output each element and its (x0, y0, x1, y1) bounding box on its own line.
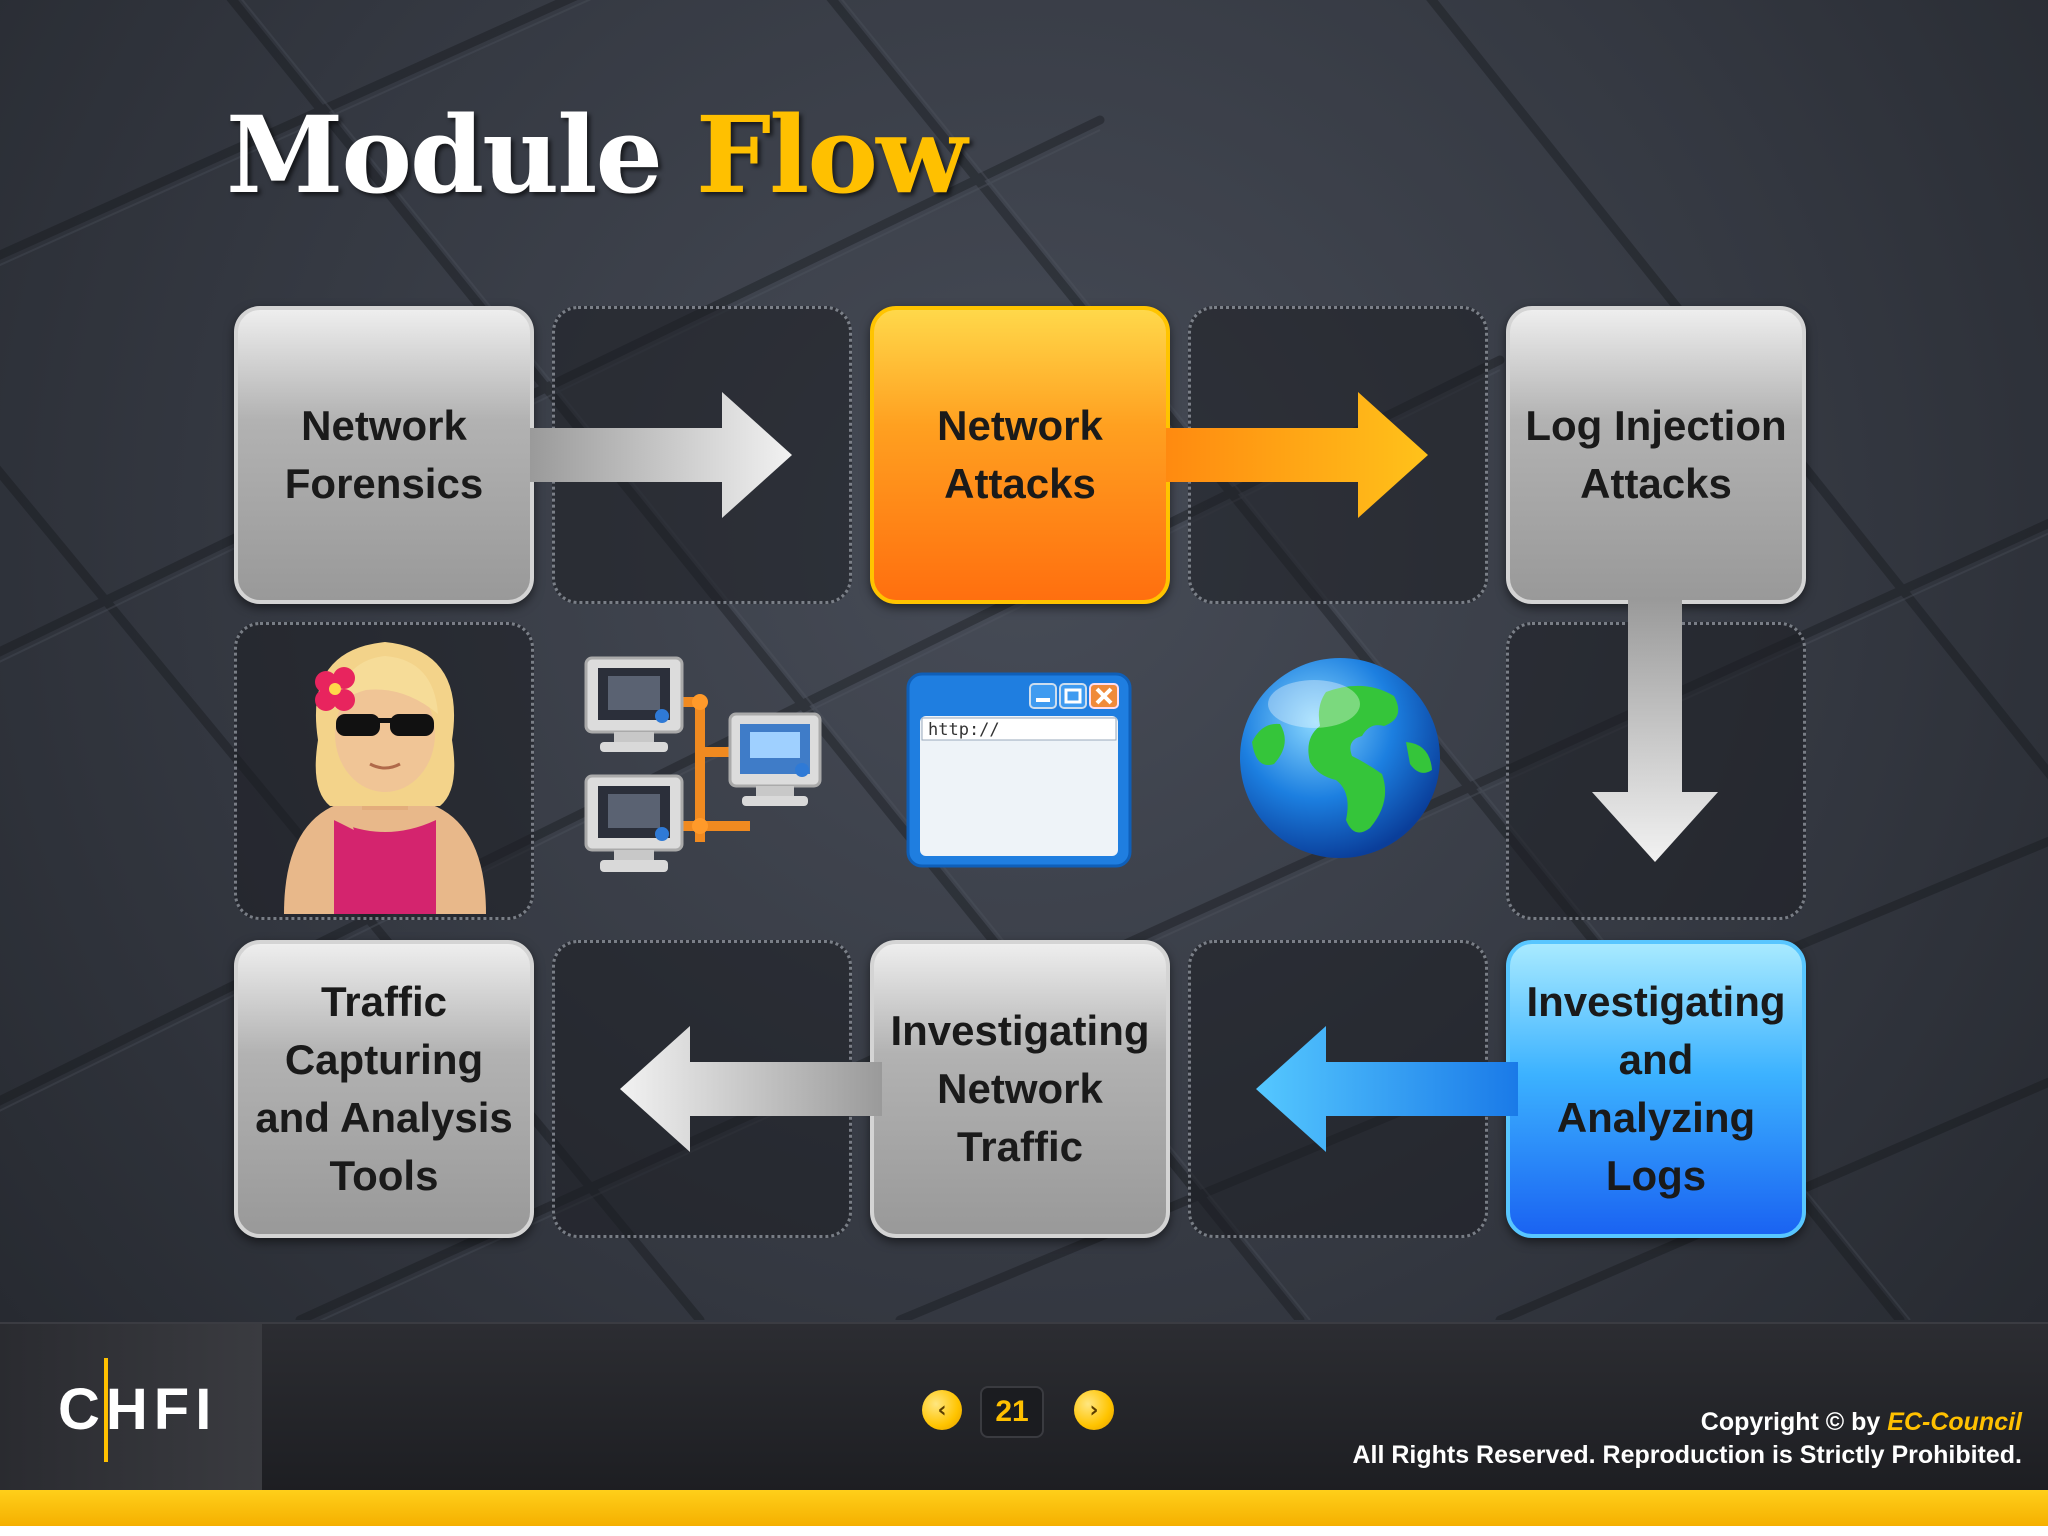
footer: CHFI ‹ 21 › Copyright © by EC-Council Al… (0, 1322, 2048, 1492)
arrow-right-orange (1166, 392, 1428, 518)
slide-title-accent: Flow (695, 92, 967, 217)
flow-box-investigating-network-traffic[interactable]: Investigating Network Traffic (870, 940, 1170, 1238)
logo-text: CHFI (58, 1377, 218, 1442)
copyright-notice: Copyright © by EC-Council All Rights Res… (1352, 1406, 2022, 1472)
previous-slide-button[interactable]: ‹ (922, 1390, 962, 1430)
network-computers-icon (584, 656, 822, 872)
arrow-right-gray (530, 392, 792, 518)
user-avatar-icon (284, 642, 486, 914)
flow-box-network-forensics[interactable]: Network Forensics (234, 306, 534, 604)
copyright-line-2: All Rights Reserved. Reproduction is Str… (1352, 1441, 2022, 1469)
flow-box-network-attacks[interactable]: Network Attacks (870, 306, 1170, 604)
browser-url-text: http:// (928, 720, 1000, 740)
arrow-down-gray (1592, 600, 1718, 862)
page-number: 21 (980, 1386, 1044, 1438)
browser-window-icon: http:// (906, 672, 1132, 868)
bottom-edge (0, 1526, 2048, 1536)
slide-title: Module Flow (226, 92, 967, 217)
flow-box-log-injection-attacks[interactable]: Log Injection Attacks (1506, 306, 1806, 604)
globe-icon (1240, 658, 1440, 858)
flow-box-traffic-capturing-tools[interactable]: Traffic Capturing and Analysis Tools (234, 940, 534, 1238)
next-slide-button[interactable]: › (1074, 1390, 1114, 1430)
copyright-line-1: Copyright © by EC-Council (1700, 1408, 2022, 1436)
chfi-logo: CHFI (0, 1324, 262, 1492)
arrow-left-blue (1256, 1026, 1518, 1152)
flow-box-investigating-analyzing-logs[interactable]: Investigating and Analyzing Logs (1506, 940, 1806, 1238)
arrow-left-gray (620, 1026, 882, 1152)
logo-divider (104, 1358, 108, 1462)
footer-yellow-band (0, 1490, 2048, 1526)
ec-council-brand: EC-Council (1887, 1408, 2022, 1436)
